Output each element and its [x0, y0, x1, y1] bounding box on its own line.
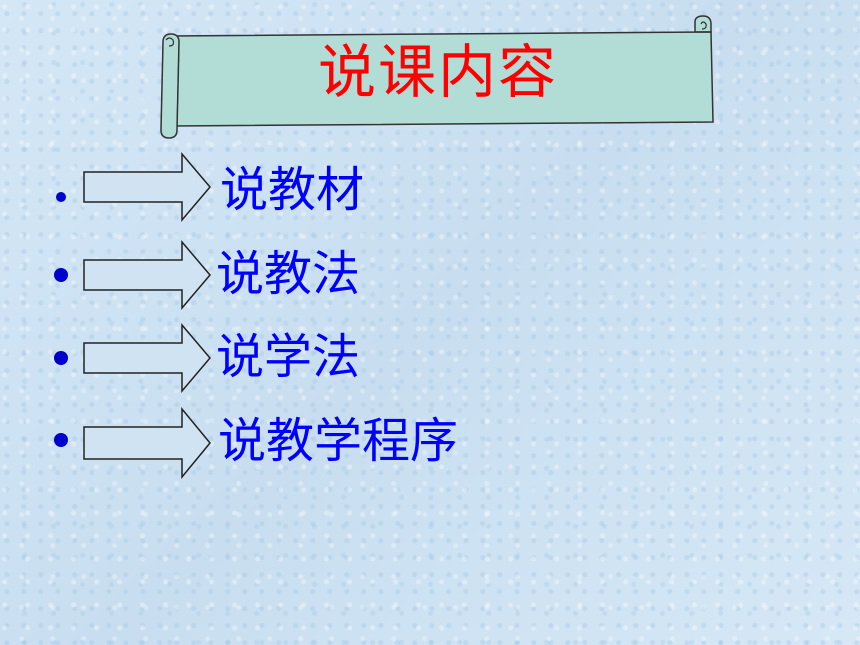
item-label: 说教材	[220, 162, 365, 218]
list-item: 说教法	[0, 238, 860, 310]
scroll-banner-icon	[160, 15, 714, 139]
list-item: 说教材	[0, 150, 860, 222]
right-arrow-icon	[83, 323, 211, 393]
slide-title: 说课内容	[317, 38, 558, 106]
bullet-dot-icon	[54, 351, 68, 365]
bullet-dot-icon	[54, 268, 68, 282]
right-arrow-icon	[83, 152, 211, 222]
bullet-dot-icon	[54, 433, 68, 447]
list-item: 说教学程序	[0, 407, 860, 479]
bullet-dot-icon	[56, 192, 66, 202]
right-arrow-icon	[83, 407, 211, 479]
title-scroll-banner: 说课内容	[155, 14, 721, 140]
item-label: 说教学程序	[218, 413, 459, 469]
list-item: 说学法	[0, 321, 860, 393]
right-arrow-icon	[83, 240, 211, 310]
item-label: 说学法	[216, 329, 361, 385]
item-label: 说教法	[216, 246, 361, 302]
